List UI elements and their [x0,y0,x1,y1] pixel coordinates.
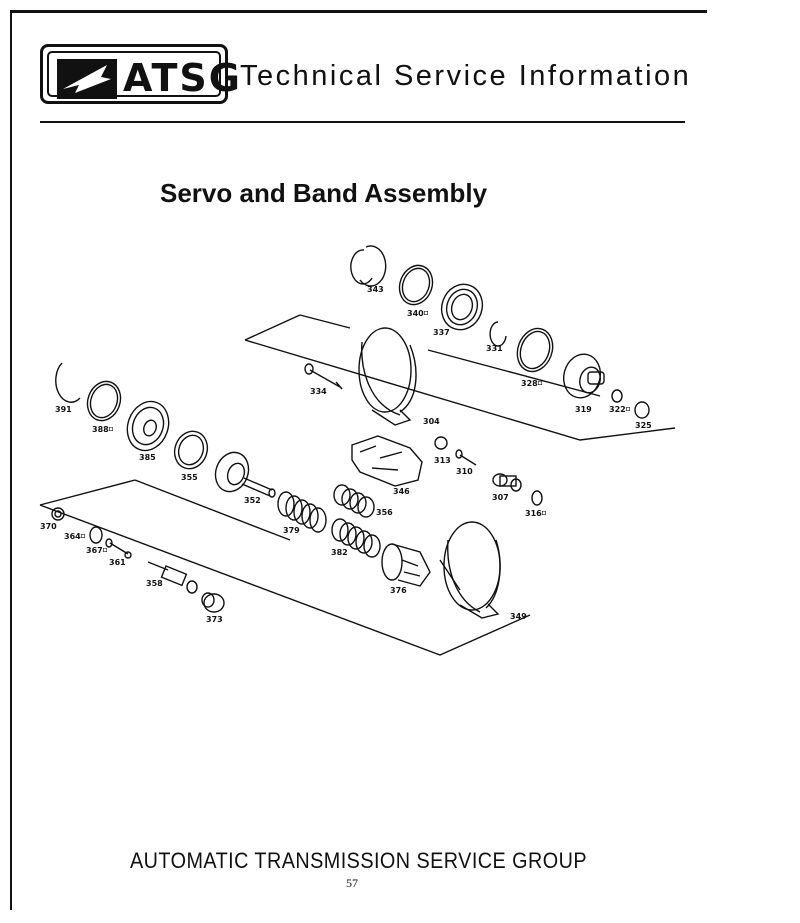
piston-319 [563,353,605,399]
callout-316: 316⌑ [525,509,547,518]
callout-325: 325 [635,421,652,430]
bolt-310 [455,449,477,466]
header-title: Technical Service Information [240,60,692,92]
callout-334: 334 [310,387,327,396]
callout-352: 352 [244,496,261,505]
callout-343: 343 [367,285,384,294]
callout-385: 385 [139,453,156,462]
retainer-370 [51,507,65,521]
plug-307 [492,473,522,492]
callout-376: 376 [390,586,407,595]
servo-body-346 [351,435,423,487]
callout-346: 346 [393,487,410,496]
callout-361: 361 [109,558,126,567]
seal-ring-388 [86,380,122,422]
callout-364: 364⌑ [64,532,86,541]
pin-334 [304,363,343,390]
seal-316 [531,490,543,506]
seal-ring-355 [173,430,209,470]
page-number: 57 [346,876,358,890]
callout-313: 313 [434,456,451,465]
callout-379: 379 [283,526,300,535]
lower-frame-outline [134,479,291,541]
logo-text: ATSG [123,56,242,100]
callout-307: 307 [492,493,509,502]
snap-ring-331 [489,321,507,347]
upper-frame-outline [244,339,676,441]
logo-frame: ATSG [47,51,240,100]
atsg-logo: ATSG [40,44,240,104]
snap-ring-343 [350,245,387,287]
lower-frame-outline [39,504,531,656]
spring-379 [277,491,327,533]
piston-385 [126,400,170,452]
callout-391: 391 [55,405,72,414]
snap-ring-391 [55,362,81,403]
left-border-rule [10,10,12,910]
callout-367: 367⌑ [86,546,108,555]
lower-frame-outline [39,479,136,506]
washer-313 [434,436,448,450]
seal-ring-328 [516,327,554,373]
callout-373: 373 [206,615,223,624]
clip-325 [634,401,650,419]
piston-352 [214,451,276,498]
upper-frame-outline [427,349,601,397]
callout-310: 310 [456,467,473,476]
lower-frame-outline [439,559,461,591]
callout-304: 304 [423,417,440,426]
callout-388: 388⌑ [92,425,114,434]
callout-319: 319 [575,405,592,414]
spring-382 [331,518,381,558]
callout-322: 322⌑ [609,405,631,414]
band-304 [358,327,417,426]
callout-337: 337 [433,328,450,337]
callout-382: 382 [331,548,348,557]
pin-361 [105,538,132,559]
callout-340: 340⌑ [407,309,429,318]
callout-370: 370 [40,522,57,531]
page-title: Servo and Band Assembly [160,178,488,208]
spring-356 [333,484,375,518]
upper-frame-outline [244,314,301,341]
callout-331: 331 [486,344,503,353]
cap-373 [201,592,225,613]
upper-frame-outline [299,314,351,329]
footer-organization: AUTOMATIC TRANSMISSION SERVICE GROUP [130,848,588,873]
piston-337 [440,283,484,331]
header-rule [40,121,685,123]
seal-322 [611,389,623,403]
logo-emblem-icon [57,59,117,99]
rod-358 [147,561,198,594]
servo-body-376 [381,543,431,587]
callout-358: 358 [146,579,163,588]
callout-328: 328⌑ [521,379,543,388]
callout-349: 349 [510,612,527,621]
callout-356: 356 [376,508,393,517]
callout-355: 355 [181,473,198,482]
seal-364 [89,526,103,544]
top-border-rule [10,10,707,13]
seal-ring-340 [398,264,434,306]
band-349 [443,521,501,619]
